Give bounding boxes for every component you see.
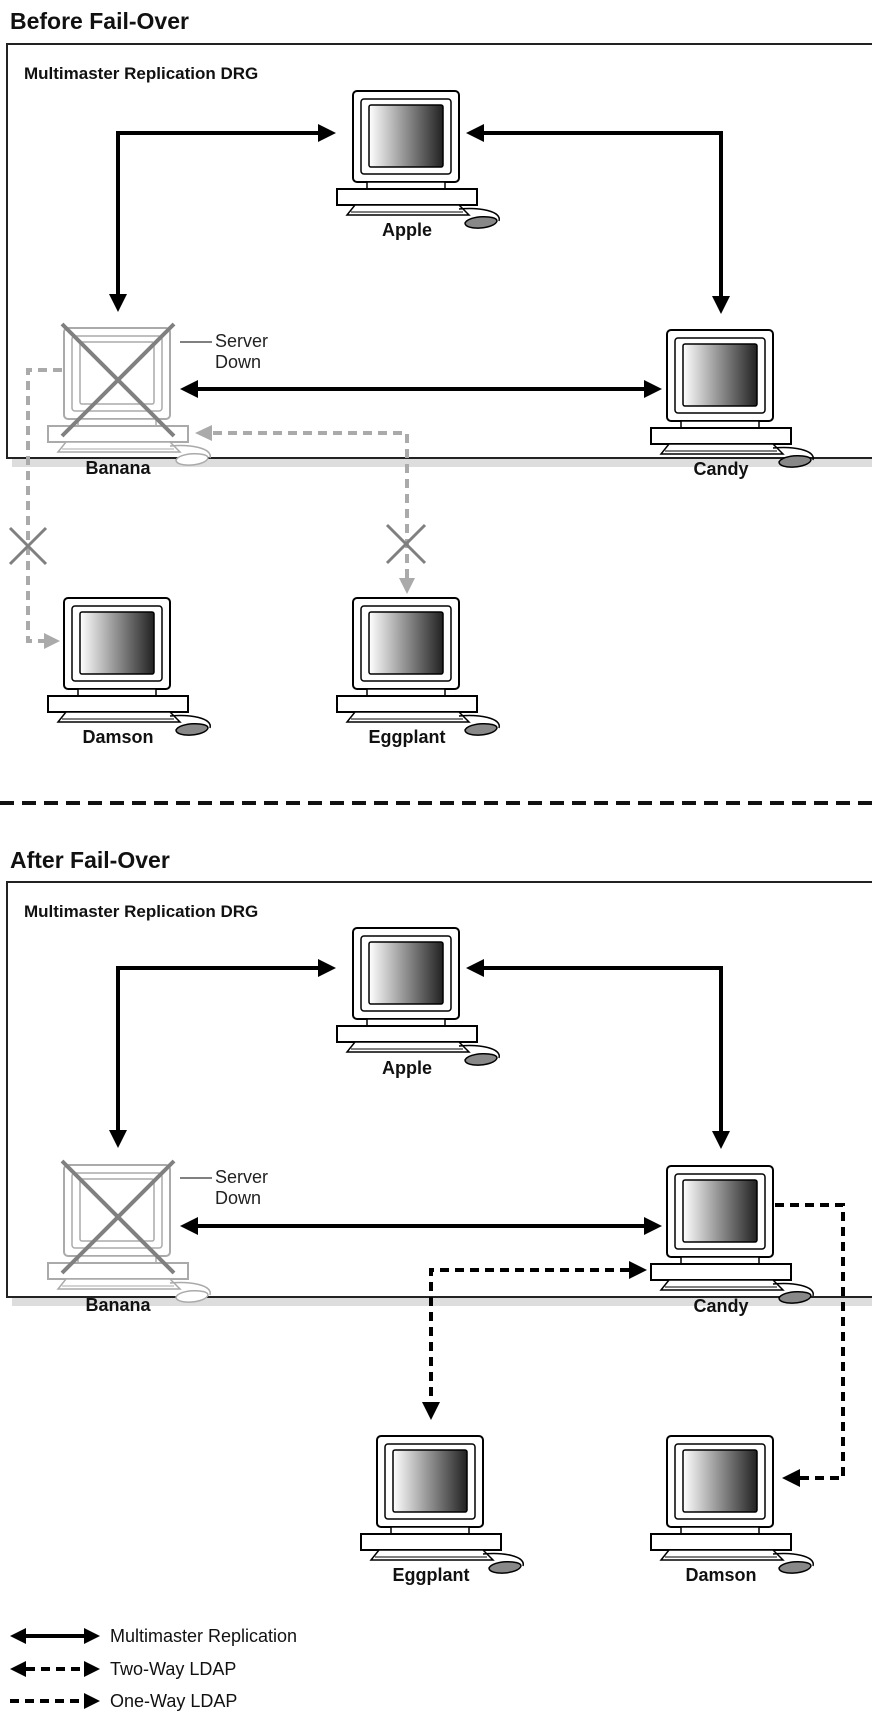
before-link-broken-x-icon-2 [385, 523, 427, 565]
before-group-title: Multimaster Replication DRG [24, 64, 258, 83]
legend-multimaster-swatch [10, 1628, 100, 1644]
before-server-down-line2: Down [215, 352, 261, 372]
before-link-broken-x-icon [8, 526, 48, 566]
legend-multimaster-label: Multimaster Replication [110, 1626, 297, 1646]
after-damson-computer-icon [650, 1435, 815, 1575]
after-group-shadow [12, 1297, 872, 1306]
before-failed-link-eggplant-banana [195, 425, 427, 594]
after-server-down-line2: Down [215, 1188, 261, 1208]
after-candy-label: Candy [693, 1296, 748, 1316]
after-damson-label: Damson [685, 1565, 756, 1585]
before-replication-apple-banana [109, 124, 336, 312]
before-damson-label: Damson [82, 727, 153, 747]
after-replication-banana-candy [180, 1217, 662, 1235]
after-one-way-ldap-candy-damson [775, 1203, 845, 1487]
before-damson-computer-icon [47, 597, 212, 737]
before-apple-label: Apple [382, 220, 432, 240]
legend-one-way-swatch [10, 1693, 100, 1709]
before-section-title: Before Fail-Over [10, 8, 189, 34]
legend-one-way-label: One-Way LDAP [110, 1691, 237, 1711]
after-server-down-line1: Server [215, 1167, 268, 1187]
legend-two-way-swatch [10, 1661, 100, 1677]
before-eggplant-computer-icon [336, 597, 501, 737]
before-group-shadow [12, 458, 872, 467]
after-apple-label: Apple [382, 1058, 432, 1078]
after-replication-apple-banana [109, 959, 336, 1148]
legend-two-way-label: Two-Way LDAP [110, 1659, 236, 1679]
legend: Multimaster Replication Two-Way LDAP One… [10, 1626, 297, 1711]
before-replication-banana-candy [180, 380, 662, 398]
before-failed-link-banana-damson [8, 368, 62, 649]
before-replication-apple-candy [466, 124, 730, 314]
after-group-title: Multimaster Replication DRG [24, 902, 258, 921]
after-banana-label: Banana [85, 1295, 151, 1315]
after-two-way-ldap-candy-eggplant [422, 1261, 647, 1420]
before-banana-label: Banana [85, 458, 151, 478]
before-candy-label: Candy [693, 459, 748, 479]
after-section-title: After Fail-Over [10, 847, 170, 873]
after-eggplant-label: Eggplant [393, 1565, 470, 1585]
after-eggplant-computer-icon [360, 1435, 525, 1575]
before-eggplant-label: Eggplant [369, 727, 446, 747]
after-replication-apple-candy [466, 959, 730, 1149]
before-server-down-line1: Server [215, 331, 268, 351]
